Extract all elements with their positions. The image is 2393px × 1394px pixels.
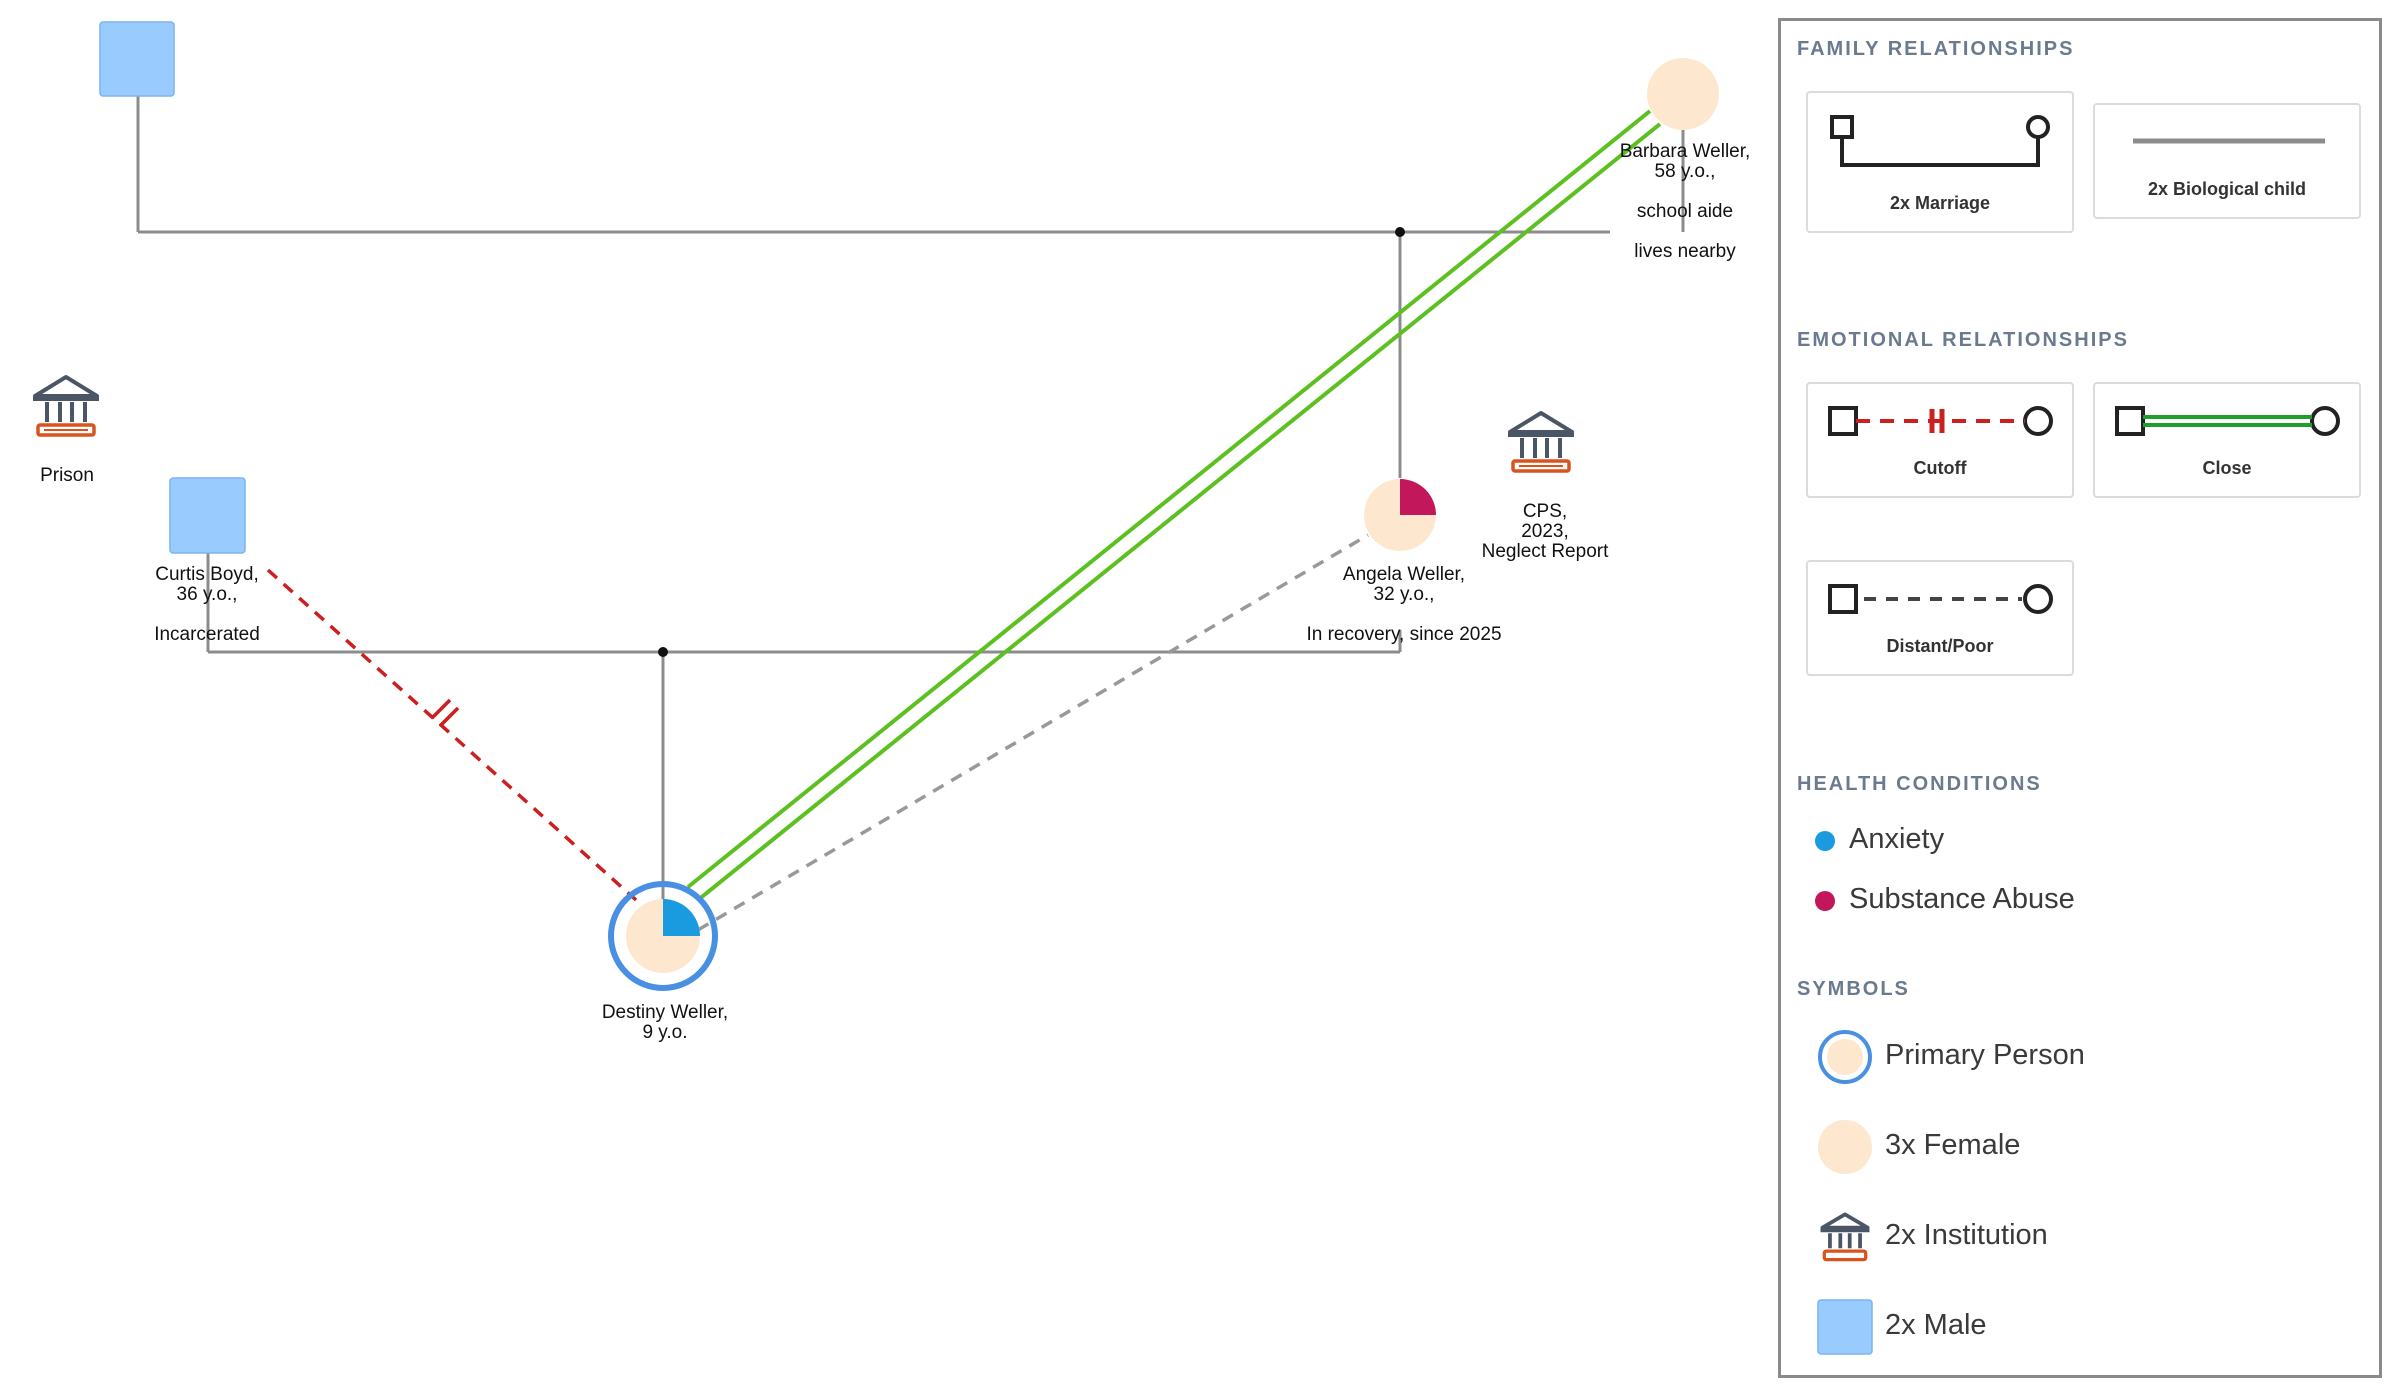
legend-card-marriage[interactable]: 2x Marriage <box>1806 91 2074 233</box>
label-line: Curtis Boyd, <box>155 564 259 585</box>
institution-icon-prison[interactable] <box>33 375 99 437</box>
biological-child-symbol-icon <box>2133 138 2325 144</box>
label-line: 2023, <box>1521 521 1569 542</box>
legend-card-cutoff[interactable]: Cutoff <box>1806 382 2074 498</box>
cutoff-mark <box>438 706 460 728</box>
cutoff-symbol-icon <box>1828 406 2053 436</box>
legend-health-anxiety: Anxiety <box>1813 821 1944 881</box>
person-label-barbara: Barbara Weller, 58 y.o., school aide liv… <box>1620 142 1751 262</box>
close-symbol-icon <box>2115 406 2340 436</box>
label-line: 58 y.o., <box>1654 161 1716 182</box>
legend-symbol-male: 2x Male <box>1813 1295 1987 1355</box>
label-line: 32 y.o., <box>1373 584 1435 605</box>
primary-person-ring <box>608 881 718 991</box>
cutoff-relationship-line[interactable] <box>266 568 638 902</box>
female-node-barbara[interactable] <box>1647 58 1719 130</box>
label-line <box>154 605 260 625</box>
label-line: 9 y.o. <box>642 1022 688 1043</box>
institution-icon <box>1820 1212 1870 1262</box>
label-line: school aide <box>1636 201 1734 222</box>
person-label-curtis: Curtis Boyd, 36 y.o., Incarcerated <box>154 565 260 645</box>
label-line: In recovery, since 2025 <box>1306 624 1502 645</box>
union-dot <box>658 647 668 657</box>
male-node-curtis[interactable] <box>169 477 246 554</box>
label-line: Destiny Weller, <box>601 1002 729 1023</box>
institution-icon-cps[interactable] <box>1508 411 1574 473</box>
legend-item-label: 2x Institution <box>1885 1219 2048 1251</box>
people-nodes <box>99 21 1719 991</box>
close-relationship-line[interactable] <box>696 122 1662 902</box>
legend-card-close[interactable]: Close <box>2093 382 2361 498</box>
label-line: CPS, <box>1522 501 1568 522</box>
legend-symbol-primary-person: Primary Person <box>1813 1025 2085 1085</box>
legend-card-label: 2x Marriage <box>1889 193 1991 213</box>
institution-label-cps: CPS, 2023, Neglect Report <box>1482 502 1609 562</box>
cutoff-mark <box>430 698 452 720</box>
legend-item-label: 2x Male <box>1885 1309 1987 1341</box>
close-relationship-line[interactable] <box>686 109 1652 889</box>
legend-symbol-institution: 2x Institution <box>1813 1205 2048 1265</box>
family-lines <box>136 96 1685 900</box>
legend-card-biological-child[interactable]: 2x Biological child <box>2093 103 2361 219</box>
substance-abuse-marker <box>1400 479 1436 515</box>
legend-card-label: Distant/Poor <box>1886 636 1994 656</box>
legend-health-substance-abuse: Substance Abuse <box>1813 881 2075 941</box>
female-node-angela[interactable] <box>1364 479 1436 551</box>
label-line <box>1620 182 1751 202</box>
primary-person-icon <box>1818 1030 1872 1084</box>
legend-card-label: Close <box>2202 458 2252 478</box>
legend-item-label: Primary Person <box>1885 1039 2085 1071</box>
legend-section-title: SYMBOLS <box>1797 978 1910 1000</box>
legend-section-title: FAMILY RELATIONSHIPS <box>1797 38 2075 60</box>
emotional-lines <box>266 109 1662 932</box>
label-line <box>1306 605 1501 625</box>
legend-item-label: Anxiety <box>1849 823 1945 855</box>
male-node-grandfather[interactable] <box>99 21 175 97</box>
distant-relationship-line[interactable] <box>697 533 1369 932</box>
legend-panel: FAMILY RELATIONSHIPS 2x Marriage 2x Biol… <box>1778 18 2382 1378</box>
legend-symbol-female: 3x Female <box>1813 1115 2020 1175</box>
person-label-angela: Angela Weller, 32 y.o., In recovery, sin… <box>1306 565 1501 645</box>
legend-item-label: Substance Abuse <box>1849 883 2075 915</box>
label-line: Neglect Report <box>1481 541 1609 562</box>
anxiety-marker <box>663 899 700 936</box>
institution-label-prison: Prison <box>40 466 94 486</box>
label-line: 36 y.o., <box>176 584 238 605</box>
marriage-symbol-icon <box>1830 115 2050 167</box>
label-line <box>1620 222 1751 242</box>
legend-card-label: 2x Biological child <box>2147 179 2307 199</box>
female-icon <box>1818 1120 1872 1174</box>
label-line: Prison <box>40 465 94 486</box>
substance-abuse-dot-icon <box>1815 891 1835 911</box>
male-icon <box>1817 1299 1873 1355</box>
legend-card-distant[interactable]: Distant/Poor <box>1806 560 2074 676</box>
legend-item-label: 3x Female <box>1885 1129 2021 1161</box>
person-label-destiny: Destiny Weller, 9 y.o. <box>602 1003 728 1043</box>
primary-person-node-destiny[interactable] <box>608 881 718 991</box>
anxiety-dot-icon <box>1815 831 1835 851</box>
legend-section-title: HEALTH CONDITIONS <box>1797 773 2042 795</box>
legend-section-title: EMOTIONAL RELATIONSHIPS <box>1797 329 2129 351</box>
label-line: Barbara Weller, <box>1619 141 1751 162</box>
legend-card-label: Cutoff <box>1913 458 1967 478</box>
union-dot <box>1395 227 1405 237</box>
label-line: Incarcerated <box>154 624 260 645</box>
distant-symbol-icon <box>1828 584 2053 614</box>
label-line: Angela Weller, <box>1342 564 1466 585</box>
label-line: lives nearby <box>1634 241 1736 262</box>
